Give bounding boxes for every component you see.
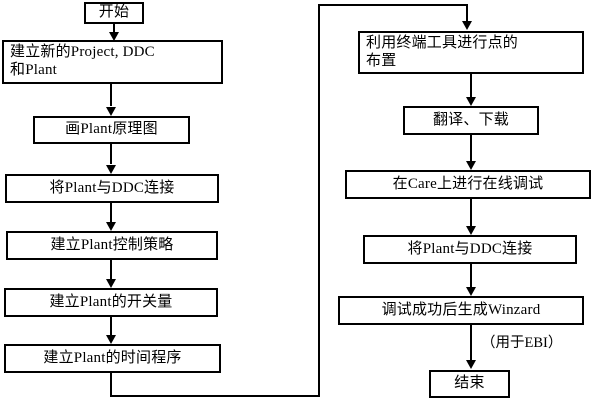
connector-winzard-to-end — [470, 325, 472, 360]
node-connect-plant-ddc-1[interactable]: 将Plant与DDC连接 — [5, 174, 219, 203]
connector-start-to-create-project — [113, 24, 115, 34]
connector-translate-to-care — [470, 135, 472, 161]
node-terminal-points[interactable]: 利用终端工具进行点的 布置 — [358, 31, 584, 74]
connector-drop-to-terminal-points — [466, 4, 468, 22]
connector-draw-plant-to-connect-1 — [110, 144, 112, 164]
arrowhead-connect-plant-ddc-2 — [466, 226, 476, 235]
arrowhead-connect-1 — [106, 165, 116, 174]
connector-care-to-connect-2 — [470, 199, 472, 226]
connector-switch-value-to-time-program — [110, 317, 112, 335]
arrowhead-time-program — [106, 335, 116, 344]
arrowhead-draw-plant — [106, 107, 116, 116]
node-time-program[interactable]: 建立Plant的时间程序 — [4, 344, 221, 373]
node-generate-winzard[interactable]: 调试成功后生成Winzard — [338, 296, 584, 325]
connector-right-riser — [318, 4, 320, 396]
arrowhead-switch-value — [106, 279, 116, 288]
node-switch-value[interactable]: 建立Plant的开关量 — [4, 288, 218, 317]
arrowhead-care-online-debug — [466, 161, 476, 170]
arrowhead-terminal-points — [462, 21, 472, 30]
annotation-ebi-note: （用于EBI） — [481, 335, 563, 351]
arrowhead-create-project — [109, 32, 119, 41]
connector-control-strategy-to-switch-value — [110, 260, 112, 279]
node-start[interactable]: 开始 — [84, 2, 144, 24]
node-end[interactable]: 结束 — [429, 370, 510, 398]
connector-top-horizontal — [318, 4, 468, 6]
connector-connect-1-to-control-strategy — [110, 203, 112, 222]
connector-time-program-down — [110, 373, 112, 397]
connector-connect-2-to-winzard — [470, 264, 472, 287]
node-care-online-debug[interactable]: 在Care上进行在线调试 — [345, 170, 591, 199]
arrowhead-generate-winzard — [466, 287, 476, 296]
connector-create-project-to-draw-plant — [110, 84, 112, 106]
node-create-project[interactable]: 建立新的Project, DDC 和Plant — [2, 40, 223, 84]
node-translate-download[interactable]: 翻译、下载 — [403, 106, 539, 135]
node-draw-plant[interactable]: 画Plant原理图 — [33, 116, 190, 144]
arrowhead-end — [466, 360, 476, 369]
node-control-strategy[interactable]: 建立Plant控制策略 — [6, 231, 218, 260]
connector-bottom-horizontal — [110, 395, 320, 397]
arrowhead-translate-download — [466, 97, 476, 106]
connector-terminal-points-to-translate — [470, 74, 472, 97]
arrowhead-control-strategy — [106, 222, 116, 231]
node-connect-plant-ddc-2[interactable]: 将Plant与DDC连接 — [363, 235, 577, 264]
